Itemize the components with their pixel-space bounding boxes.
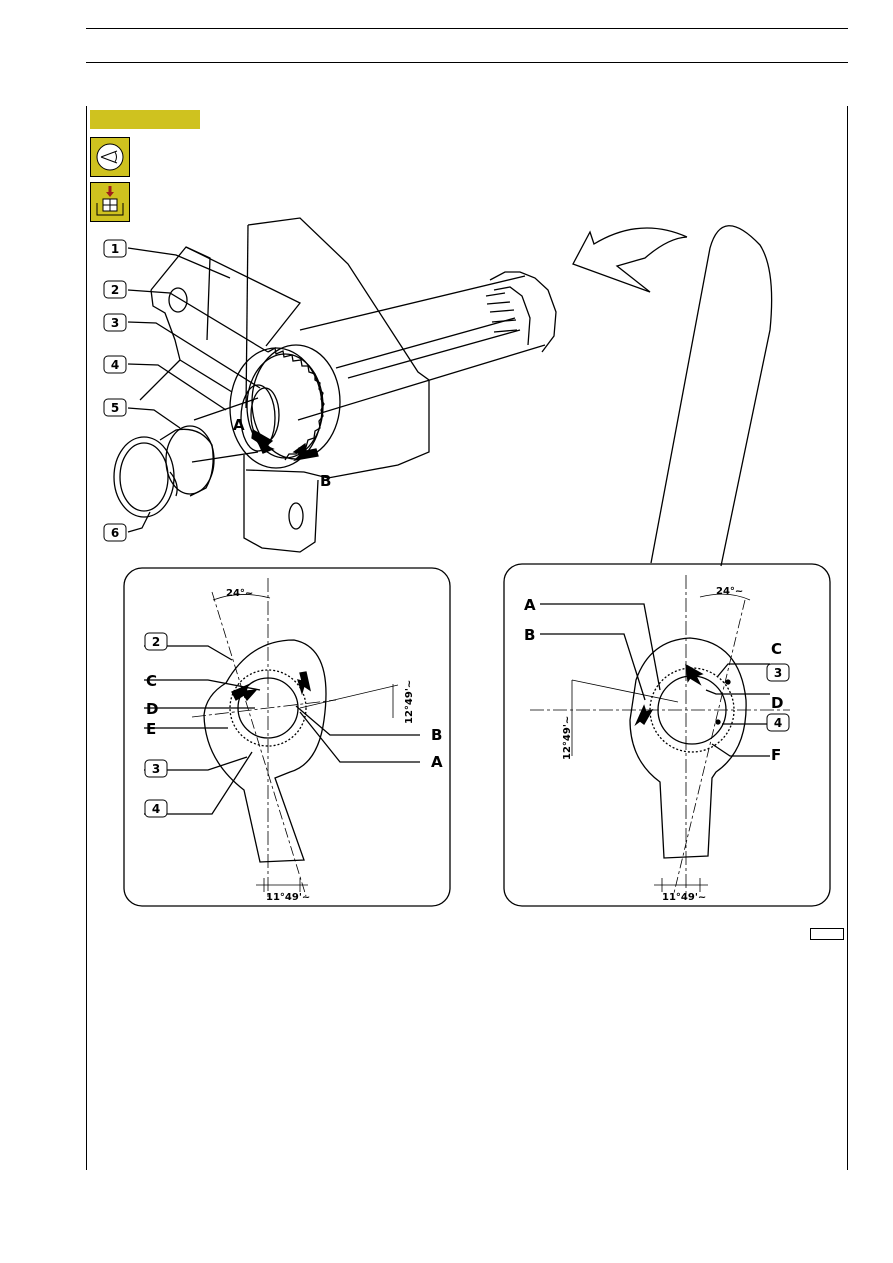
callout-5: 5 (111, 401, 119, 415)
shaft-collar (165, 425, 215, 495)
section-tag (90, 110, 200, 129)
arrow-a-3d (251, 428, 275, 454)
inspection-icon-box (90, 137, 130, 177)
callout-6: 6 (111, 526, 119, 540)
assembly-icon (96, 186, 124, 216)
circlip (113, 436, 175, 518)
left-callout-4: 4 (152, 802, 160, 816)
assembly-icon-box (90, 182, 130, 222)
callout-4: 4 (111, 358, 119, 372)
left-callout-3: 3 (152, 762, 160, 776)
arrow-b-3d (292, 442, 319, 461)
left-angle-bottom: 11°49'~ (266, 892, 310, 903)
right-angle-top: 24°~ (716, 586, 743, 597)
right-lever-body (629, 637, 747, 859)
right-detail-frame (503, 563, 831, 907)
right-label-a: A (524, 596, 536, 614)
left-callout-2: 2 (152, 635, 160, 649)
arrow-label-b: B (320, 472, 331, 490)
callout-3: 3 (111, 316, 119, 330)
right-angle-bottom: 11°49'~ (662, 892, 706, 903)
header-rule-top (86, 28, 848, 29)
header-rule-bottom (86, 62, 848, 63)
lever-arm (243, 455, 319, 553)
inspection-icon (96, 143, 124, 171)
direction-arrow (650, 225, 773, 567)
right-callout-3: 3 (774, 666, 782, 680)
right-label-d: D (771, 694, 783, 712)
left-angle-top: 24°~ (226, 588, 253, 599)
right-label-c: C (771, 640, 782, 658)
right-label-b: B (524, 626, 535, 644)
callout-1: 1 (111, 242, 119, 256)
left-detail-frame (123, 567, 451, 907)
left-label-b: B (431, 726, 442, 744)
right-label-f: F (771, 746, 781, 764)
bracket-housing (245, 217, 430, 479)
right-angle-side: 12°49'~ (562, 716, 573, 760)
left-margin-rule (86, 106, 87, 1170)
right-margin-rule (847, 106, 848, 1170)
callout-2: 2 (111, 283, 119, 297)
right-callout-4: 4 (774, 716, 782, 730)
arrow-label-a: A (233, 416, 245, 434)
left-label-e: E (146, 720, 156, 738)
left-angle-side: 12°49'~ (404, 680, 415, 724)
left-label-d: D (146, 700, 158, 718)
page-number-box (810, 928, 844, 940)
left-label-a: A (431, 753, 443, 771)
left-gear-outer (229, 669, 307, 747)
left-lever-body (203, 639, 327, 863)
left-label-c: C (146, 672, 157, 690)
